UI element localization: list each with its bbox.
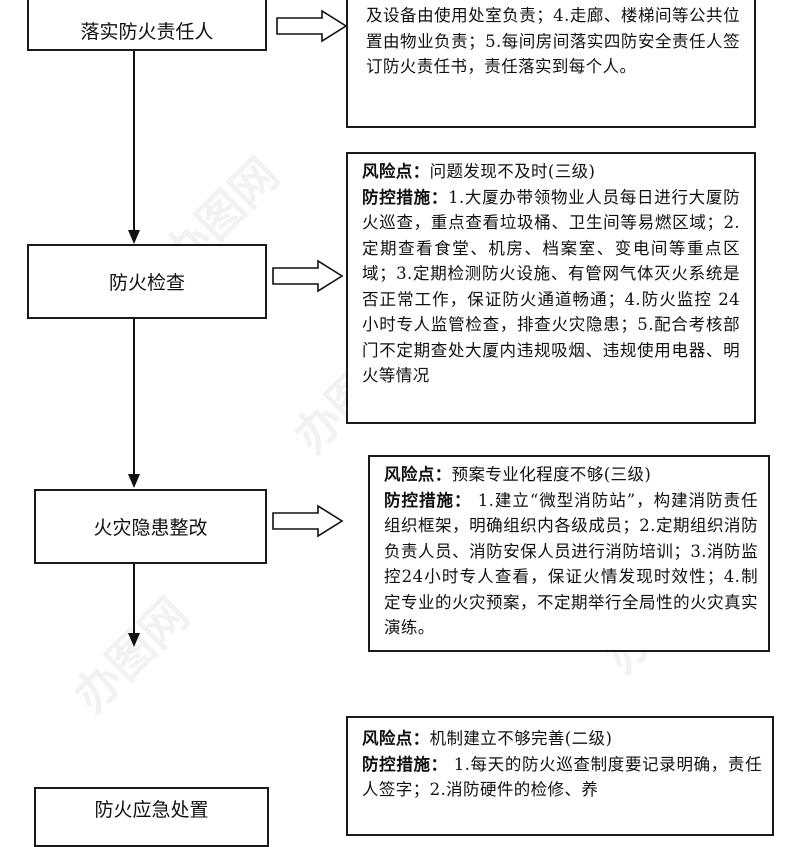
connector-line: [133, 51, 135, 231]
connector-line: [133, 564, 135, 634]
risk-label: 风险点：: [362, 729, 430, 748]
emergency-risk-box: 风险点：机制建立不够完善(二级) 防控措施： 1.每天的防火巡查制度要记录明确，…: [346, 716, 774, 836]
arrow-right-icon: [272, 259, 344, 293]
node-label: 防火应急处置: [94, 799, 209, 821]
risk-text: 机制建立不够完善(二级): [429, 729, 613, 748]
risk-text: 预案专业化程度不够(三级): [451, 465, 652, 484]
node-label: 落实防火责任人: [80, 21, 214, 43]
flow-node-fire-responsibility: 落实防火责任人: [27, 0, 267, 51]
inspection-risk-box: 风险点：问题发现不及时(三级) 防控措施：1.大厦办带领物业人员每日进行大厦防火…: [346, 152, 756, 424]
connector-line: [133, 319, 135, 475]
risk-label: 风险点：: [384, 465, 452, 484]
rectification-risk-box: 风险点：预案专业化程度不够(三级) 防控措施： 1.建立“微型消防站”，构建消防…: [368, 455, 770, 652]
flow-node-emergency-response: 防火应急处置: [34, 787, 269, 847]
node-label: 火灾隐患整改: [93, 517, 208, 539]
measure-text: 1.大厦办带领物业人员每日进行大厦防火巡查，重点查看垃圾桶、卫生间等易燃区域；2…: [362, 187, 740, 386]
node-label: 防火检查: [108, 272, 185, 294]
flow-node-hazard-rectification: 火灾隐患整改: [34, 489, 267, 564]
measure-label: 防控措施：: [362, 187, 449, 207]
flow-node-fire-inspection: 防火检查: [27, 244, 267, 319]
arrow-down-icon: [128, 474, 140, 488]
arrow-down-icon: [128, 230, 140, 244]
measure-text: 1.建立“微型消防站”，构建消防责任组织框架，明确组织内各级成员；2.定期组织消…: [384, 490, 758, 638]
responsibility-detail-box: 及设备由使用处室负责；4.走廊、楼梯间等公共位置由物业负责；5.每间房间落实四防…: [346, 0, 756, 128]
measure-label: 防控措施：: [384, 490, 472, 510]
arrow-down-icon: [128, 633, 140, 647]
measure-text: 1.每天的防火巡查制度要记录明确，责任人签字；2.消防硬件的检修、养: [362, 754, 762, 800]
watermark: 办图网: [63, 587, 200, 724]
arrow-right-icon: [276, 9, 348, 43]
measure-label: 防控措施：: [362, 754, 448, 774]
risk-label: 风险点：: [362, 162, 430, 181]
arrow-right-icon: [272, 504, 344, 538]
detail-text: 及设备由使用处室负责；4.走廊、楼梯间等公共位置由物业负责；5.每间房间落实四防…: [366, 6, 740, 76]
risk-text: 问题发现不及时(三级): [429, 162, 596, 181]
